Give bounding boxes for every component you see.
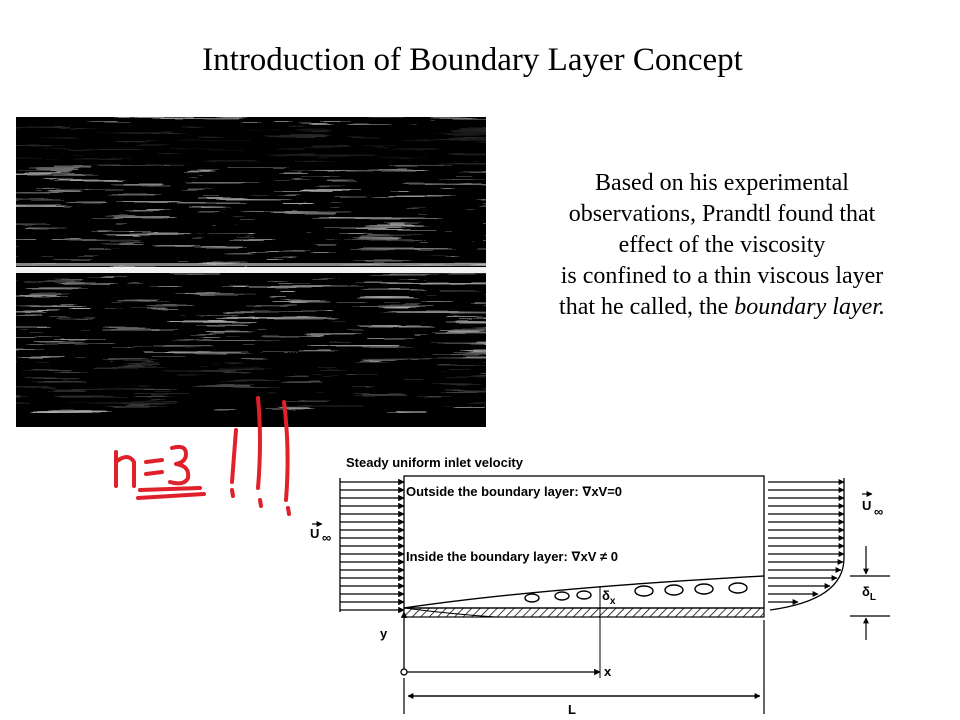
delta-x-subscript: x bbox=[610, 596, 616, 607]
outlet-profile-curve bbox=[769, 478, 845, 611]
flat-plate bbox=[403, 607, 765, 618]
x-axis-label: x bbox=[604, 664, 612, 679]
explanation-line-4: is confined to a thin viscous layer bbox=[560, 263, 884, 289]
length-l-label: L bbox=[568, 702, 576, 717]
delta-l-symbol: δL bbox=[862, 584, 876, 603]
y-axis-label: y bbox=[380, 626, 388, 641]
inside-layer-label: Inside the boundary layer: ∇xV ≠ 0 bbox=[406, 549, 618, 564]
page-title: Introduction of Boundary Layer Concept bbox=[202, 42, 743, 78]
u-inf-inlet-letter: U bbox=[310, 526, 319, 541]
outside-layer-label: Outside the boundary layer: ∇xV=0 bbox=[406, 484, 622, 499]
coordinate-axes bbox=[400, 611, 601, 676]
explanation-line-3: effect of the viscosity bbox=[618, 232, 826, 258]
vortices bbox=[524, 582, 748, 603]
explanation-line-5: that he called, the boundary layer. bbox=[492, 292, 952, 323]
u-inf-inlet-subscript: ∞ bbox=[322, 530, 331, 545]
steady-inlet-label: Steady uniform inlet velocity bbox=[346, 455, 524, 470]
delta-l-dimension bbox=[850, 546, 890, 640]
explanation-line-2: observations, Prandtl found that bbox=[568, 201, 876, 227]
explanation-line-5-prefix: that he called, the bbox=[559, 294, 735, 320]
u-inf-outlet-letter: U bbox=[862, 498, 871, 513]
delta-x-symbol: δx bbox=[602, 588, 616, 607]
boundary-layer-edge bbox=[403, 575, 765, 609]
boundary-layer-term: boundary layer. bbox=[734, 294, 885, 320]
delta-x-letter: δ bbox=[602, 588, 610, 603]
u-inf-outlet: U ∞ bbox=[862, 491, 883, 519]
leading-edge-line bbox=[403, 607, 497, 618]
boundary-layer-diagram: Steady uniform inlet velocity Outside th… bbox=[310, 455, 890, 717]
u-inf-inlet: U ∞ bbox=[310, 521, 331, 545]
delta-l-letter: δ bbox=[862, 584, 870, 599]
length-l-dimension bbox=[403, 620, 765, 714]
u-inf-outlet-subscript: ∞ bbox=[874, 504, 883, 519]
boundary-layer-explanation: Based on his experimental observations, … bbox=[492, 168, 952, 323]
flow-visualization-photo bbox=[16, 117, 486, 427]
explanation-line-1: Based on his experimental bbox=[595, 170, 849, 196]
delta-l-subscript: L bbox=[870, 592, 876, 603]
outlet-velocity-arrows bbox=[768, 479, 845, 605]
inlet-velocity-arrows bbox=[340, 478, 405, 614]
